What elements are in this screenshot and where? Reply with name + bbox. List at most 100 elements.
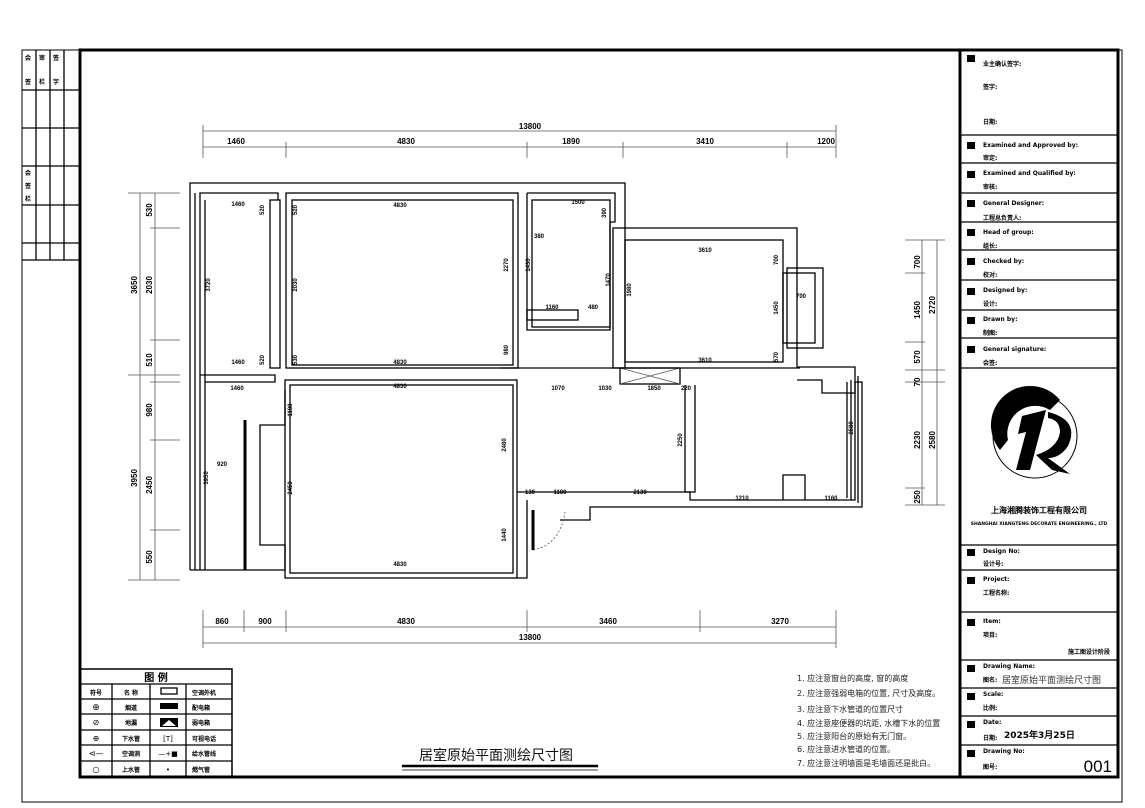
outer-frame	[21, 49, 1123, 803]
table-text: 签	[52, 54, 60, 62]
role-label: 审核:	[983, 183, 997, 191]
table-text: 会	[25, 169, 32, 177]
dimension-label: 1500	[571, 200, 585, 206]
dimension-label: 2580	[928, 431, 937, 449]
role-label: General Designer:	[983, 200, 1044, 207]
dimension-label: 4830	[393, 203, 407, 209]
drawing-name-label: Drawing Name:	[983, 663, 1035, 670]
dimension-label: 530	[145, 203, 154, 217]
intercom-icon: [T]	[163, 735, 173, 743]
dimension-label: 2230	[913, 431, 922, 449]
drawing-name-value: 居室原始平面测绘尺寸图	[1002, 674, 1101, 686]
dimension-label: 1980	[627, 283, 633, 297]
dimension-label: 3650	[130, 276, 139, 294]
note-line: 2. 应注意强弱电箱的位置, 尺寸及高度。	[797, 688, 940, 698]
dimension-label: 390	[602, 207, 608, 218]
role-label: 工程总负责人:	[983, 214, 1021, 222]
note-line: 1. 应注意窗台的高度, 窗的高度	[797, 673, 908, 683]
title-block: 业主确认签字: 签字: 日期: Examined and Approved by…	[958, 50, 1118, 777]
table-text: 栏	[39, 78, 45, 86]
gas-pipe-icon: •	[166, 766, 170, 774]
legend-label: 空调外机	[192, 689, 216, 697]
legend-label: 上水管	[122, 766, 140, 774]
water-line-icon: —+■	[158, 750, 177, 758]
dimension-label: 1460	[231, 360, 245, 366]
dimension-label: 4830	[393, 384, 407, 390]
role-label: 组长:	[983, 242, 997, 250]
dimension-label: 2450	[288, 481, 294, 495]
drawing-no-value: 001	[1084, 757, 1112, 776]
note-line: 6. 应注意进水管道的位置。	[797, 744, 895, 754]
distribution-box-icon	[160, 703, 178, 709]
dimension-label: 1430	[526, 258, 532, 272]
dimension-label: 3410	[696, 137, 714, 146]
dimension-label: 3950	[130, 469, 139, 487]
dimension-label: 3950	[204, 471, 210, 485]
dimension-label: 1440	[502, 528, 508, 542]
note-line: 5. 应注意阳台的原始有无门窗。	[797, 731, 911, 741]
bottom-dimensions: 860 900 4830 3460 3270 13800	[202, 610, 837, 648]
dimension-label: 2250	[678, 433, 684, 447]
role-label: Head of group:	[983, 229, 1034, 236]
right-dimensions: 700 1450 570 70 2230 250 2720 2580	[905, 239, 945, 506]
dimension-label: 380	[534, 234, 545, 240]
dimension-label: 2720	[928, 296, 937, 314]
legend-label: 燃气管	[192, 766, 210, 774]
legend-title: 图 例	[144, 671, 167, 684]
note-line: 4. 应注意座便器的坑距, 水槽下水的位置	[797, 718, 940, 728]
dimension-label: 570	[774, 351, 780, 362]
dimension-label: 520	[260, 354, 266, 365]
dimension-label: 250	[913, 490, 922, 504]
date-label: Date:	[983, 719, 1001, 726]
dimension-label: 2130	[633, 490, 647, 496]
role-label: General signature:	[983, 346, 1046, 353]
company-name: 上海湘腾装饰工程有限公司	[991, 505, 1087, 515]
drawing-title: 居室原始平面测绘尺寸图	[419, 747, 573, 764]
table-text: 审	[39, 54, 45, 62]
room-dimension-labels: 1460 3720 1460 520 520 4830 2030 2270 48…	[204, 200, 855, 568]
design-stage: 施工图设计阶段	[1068, 648, 1110, 656]
dimension-label: 1450	[774, 301, 780, 315]
item-label: Item:	[983, 618, 1001, 625]
role-label: Designed by:	[983, 287, 1027, 294]
project-label: Project:	[983, 576, 1009, 583]
dimension-label: 1200	[817, 137, 835, 146]
role-label: Drawn by:	[983, 316, 1018, 323]
legend-label: 可视电话	[192, 735, 216, 743]
dimension-label: 2480	[502, 438, 508, 452]
dimension-label: 550	[145, 550, 154, 564]
dimension-label: 4830	[397, 137, 415, 146]
legend-header: 符号	[90, 689, 102, 697]
dimension-label: 700	[796, 294, 807, 300]
floor-drain-icon: ⊘	[93, 718, 100, 727]
dimension-label: 13800	[519, 122, 542, 131]
walls	[189, 182, 863, 579]
dimension-label: 4830	[393, 562, 407, 568]
dimension-label: 3270	[771, 617, 789, 626]
ac-hole-icon: ⊲—	[89, 749, 104, 758]
ac-unit-icon	[160, 687, 178, 695]
project-label: 工程名称:	[983, 589, 1009, 597]
legend-header: 名 称	[124, 689, 138, 697]
role-label: 制图:	[983, 329, 997, 337]
dimension-label: 1470	[606, 273, 612, 287]
drawing-no-label: Drawing No:	[983, 748, 1025, 755]
date-label: 日期:	[983, 734, 997, 742]
dimension-label: 70	[913, 377, 922, 386]
legend-label: 给水管线	[192, 750, 216, 758]
dimension-label: 4830	[397, 617, 415, 626]
scale-label: 比例:	[983, 704, 997, 712]
dimension-label: 480	[588, 305, 599, 311]
dimension-label: 570	[913, 350, 922, 364]
table-text: 会	[25, 54, 32, 62]
dimension-label: 1850	[647, 386, 661, 392]
dimension-label: 1160	[824, 496, 838, 502]
top-dimensions: 13800 1460 4830 1890 3410 1200	[202, 122, 837, 158]
dimension-label: 130	[525, 490, 536, 496]
table-text: 签	[24, 78, 32, 86]
dimension-label: 1460	[230, 386, 244, 392]
role-label: Examined and Approved by:	[983, 142, 1078, 149]
flue-icon: ⊕	[92, 703, 100, 713]
role-label: 设计:	[983, 300, 997, 308]
